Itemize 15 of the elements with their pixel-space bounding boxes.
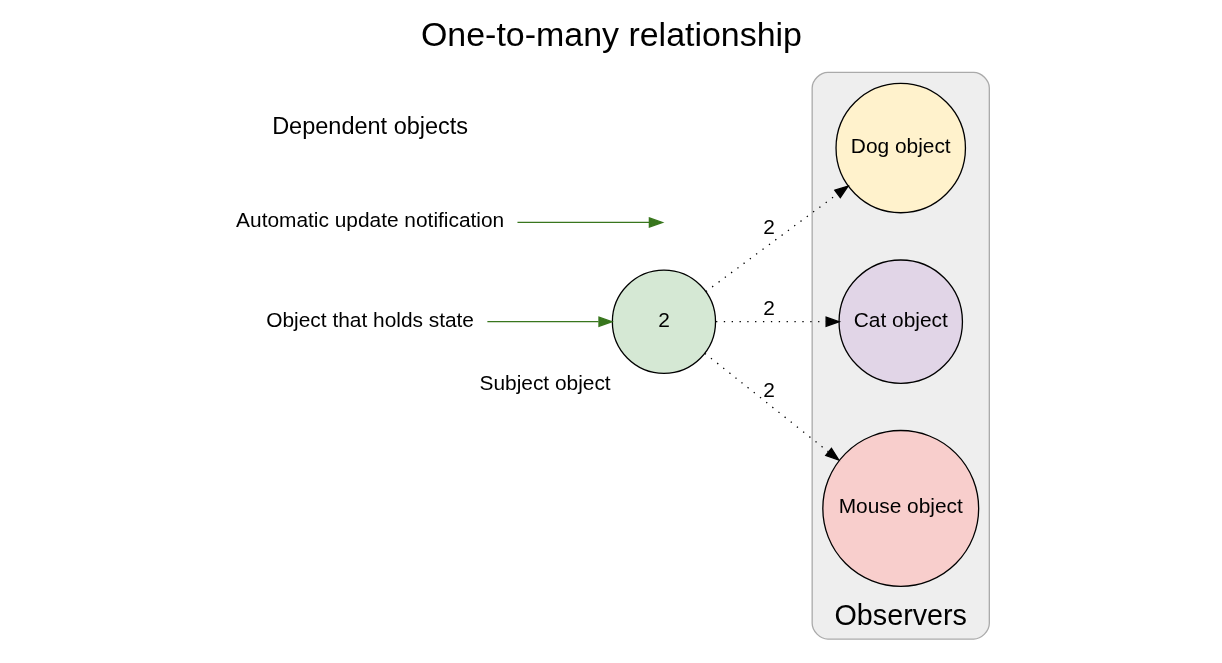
edge-label: 2 (762, 378, 775, 402)
node-label: Subject object (479, 371, 611, 394)
arrow (704, 184, 850, 293)
label: Dependent objects (271, 113, 468, 140)
edge-label: 2 (762, 214, 775, 238)
arrow (486, 316, 614, 328)
node-circle: Cat object (837, 259, 963, 385)
arrow (516, 216, 664, 228)
node-text: Automatic update notification (235, 208, 504, 232)
edge-label: 2 (762, 295, 775, 319)
node-text: Object that holds state (265, 307, 474, 331)
diagram-title: One-to-many relationship (420, 14, 802, 53)
node-circle: 2 (611, 269, 716, 374)
arrow (703, 352, 840, 462)
arrow (714, 316, 841, 328)
